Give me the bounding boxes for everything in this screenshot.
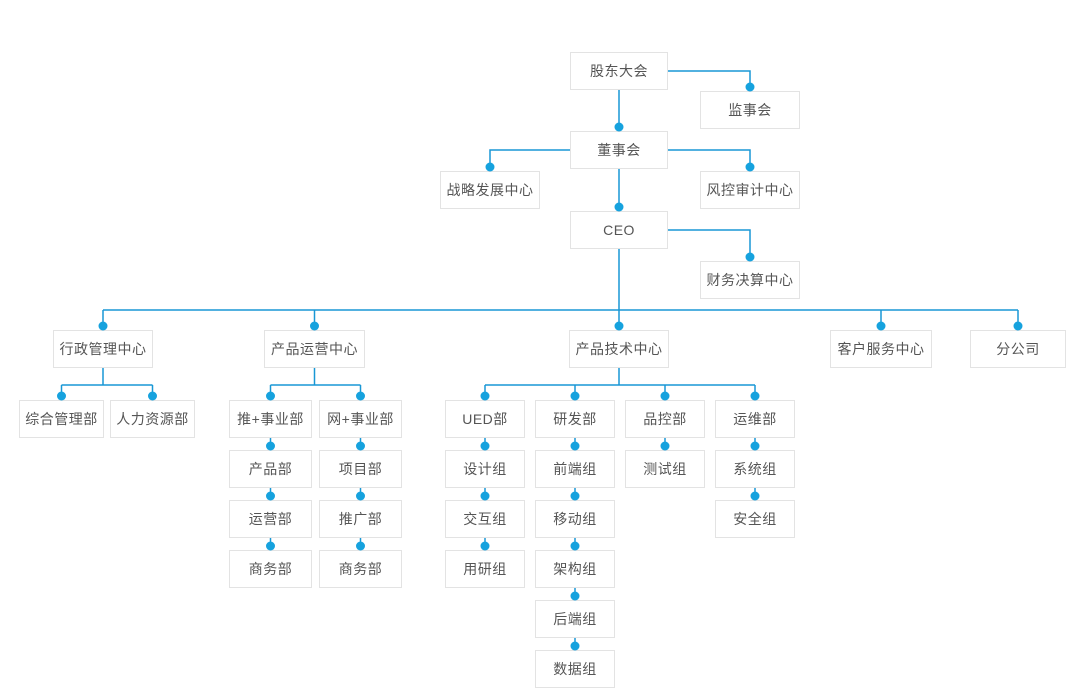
node-human-resources-dept: 人力资源部 [110,400,195,438]
node-customer-service-center: 客户服务中心 [830,330,932,368]
node-interaction-group: 交互组 [445,500,525,538]
node-product-dept: 产品部 [229,450,312,488]
node-risk-audit-center: 风控审计中心 [700,171,800,209]
node-design-group: 设计组 [445,450,525,488]
node-system-group: 系统组 [715,450,795,488]
connector-board-strategy [489,149,570,167]
connector-product-tech-split [484,368,756,396]
node-product-operations-center: 产品运营中心 [264,330,365,368]
node-financial-settlement-center: 财务决算中心 [700,261,800,299]
connector-board-risk-audit [668,149,751,167]
node-strategy-development-center: 战略发展中心 [440,171,540,209]
node-ceo: CEO [570,211,668,249]
node-product-technology-center: 产品技术中心 [569,330,669,368]
node-operations-maintenance-dept: 运维部 [715,400,795,438]
node-security-group: 安全组 [715,500,795,538]
node-operations-dept: 运营部 [229,500,312,538]
node-architecture-group: 架构组 [535,550,615,588]
node-user-research-group: 用研组 [445,550,525,588]
node-wang-plus-division: 网+事业部 [319,400,402,438]
node-mobile-group: 移动组 [535,500,615,538]
node-quality-control-dept: 品控部 [625,400,705,438]
node-supervisory-board: 监事会 [700,91,800,129]
connector-shareholders-supervisory [668,70,751,87]
node-branch-company: 分公司 [970,330,1066,368]
node-project-dept: 项目部 [319,450,402,488]
connector-ceo-finance [668,229,751,257]
node-backend-group: 后端组 [535,600,615,638]
node-business-dept-2: 商务部 [319,550,402,588]
node-general-management-dept: 综合管理部 [19,400,104,438]
node-frontend-group: 前端组 [535,450,615,488]
node-tui-plus-division: 推+事业部 [229,400,312,438]
node-data-group: 数据组 [535,650,615,688]
connector-product-ops-split [269,368,362,396]
node-rd-dept: 研发部 [535,400,615,438]
node-testing-group: 测试组 [625,450,705,488]
node-board-of-directors: 董事会 [570,131,668,169]
node-ued-dept: UED部 [445,400,525,438]
connector-admin-split [60,368,154,396]
node-promotion-dept: 推广部 [319,500,402,538]
node-shareholders-meeting: 股东大会 [570,52,668,90]
node-business-dept-1: 商务部 [229,550,312,588]
node-admin-management-center: 行政管理中心 [53,330,153,368]
